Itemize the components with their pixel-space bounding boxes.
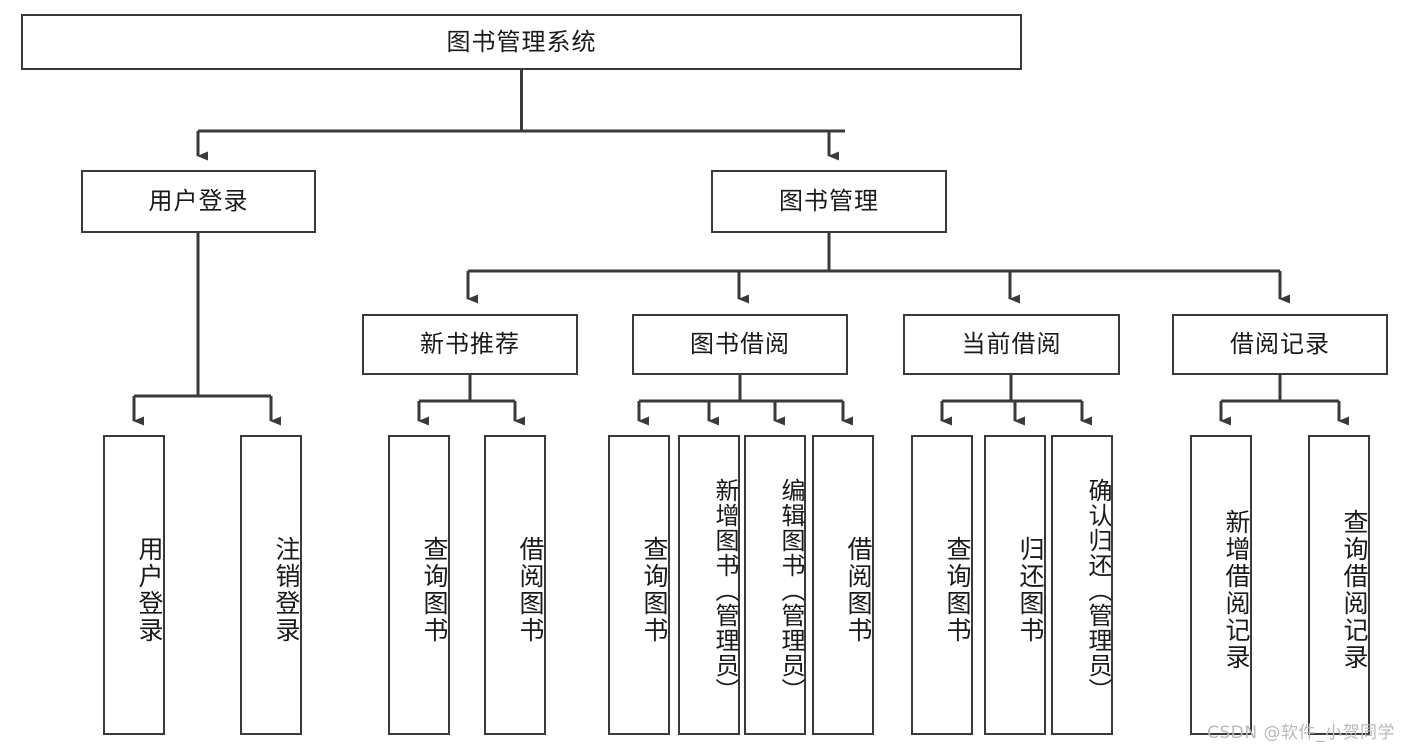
node-leaf-borrow-book[interactable]: 借阅图书 — [812, 435, 874, 735]
node-root[interactable]: 图书管理系统 — [21, 14, 1022, 70]
node-new-book-recommend[interactable]: 新书推荐 — [362, 314, 578, 375]
node-root-label: 图书管理系统 — [446, 27, 597, 56]
node-leaf-query-books-recommend-label: 查询图书 — [420, 536, 449, 644]
node-current-borrow[interactable]: 当前借阅 — [903, 314, 1120, 375]
node-leaf-return-book-label: 归还图书 — [1016, 536, 1045, 644]
node-new-book-recommend-label: 新书推荐 — [420, 330, 520, 359]
node-leaf-add-book-admin[interactable]: 新增图书（管理员） — [678, 435, 740, 735]
node-leaf-logout-login-label: 注销登录 — [272, 536, 301, 644]
node-current-borrow-label: 当前借阅 — [961, 330, 1062, 359]
node-leaf-borrow-book-label: 借阅图书 — [844, 536, 873, 644]
node-book-borrow-label: 图书借阅 — [690, 330, 790, 359]
node-leaf-add-borrow-record[interactable]: 新增借阅记录 — [1190, 435, 1252, 735]
node-leaf-user-login[interactable]: 用户登录 — [103, 435, 165, 735]
csdn-watermark: CSDN @软件_小贺同学 — [1207, 723, 1395, 743]
node-leaf-query-books-current-label: 查询图书 — [943, 536, 972, 644]
node-user-login-label: 用户登录 — [148, 187, 249, 216]
node-book-management[interactable]: 图书管理 — [711, 170, 947, 233]
node-leaf-edit-book-admin[interactable]: 编辑图书（管理员） — [744, 435, 806, 735]
node-leaf-query-books-current[interactable]: 查询图书 — [911, 435, 973, 735]
node-leaf-query-borrow-record[interactable]: 查询借阅记录 — [1308, 435, 1370, 735]
node-borrow-record[interactable]: 借阅记录 — [1172, 314, 1388, 375]
node-leaf-user-login-label: 用户登录 — [135, 536, 164, 644]
node-leaf-borrow-books-recommend-label: 借阅图书 — [516, 536, 545, 644]
node-user-login[interactable]: 用户登录 — [81, 170, 316, 233]
node-leaf-return-book[interactable]: 归还图书 — [984, 435, 1046, 735]
node-leaf-query-borrow-record-label: 查询借阅记录 — [1340, 509, 1369, 671]
node-leaf-confirm-return-admin-label: 确认归还（管理员） — [1084, 477, 1112, 703]
node-leaf-add-borrow-record-label: 新增借阅记录 — [1222, 509, 1251, 671]
node-leaf-add-book-admin-label: 新增图书（管理员） — [711, 477, 739, 703]
node-leaf-query-books-recommend[interactable]: 查询图书 — [388, 435, 450, 735]
node-leaf-confirm-return-admin[interactable]: 确认归还（管理员） — [1051, 435, 1113, 735]
node-leaf-query-books-borrow[interactable]: 查询图书 — [608, 435, 670, 735]
node-leaf-borrow-books-recommend[interactable]: 借阅图书 — [484, 435, 546, 735]
node-book-borrow[interactable]: 图书借阅 — [632, 314, 848, 375]
node-leaf-query-books-borrow-label: 查询图书 — [640, 536, 669, 644]
node-leaf-logout-login[interactable]: 注销登录 — [240, 435, 302, 735]
node-leaf-edit-book-admin-label: 编辑图书（管理员） — [777, 477, 805, 703]
node-borrow-record-label: 借阅记录 — [1230, 330, 1330, 359]
node-book-management-label: 图书管理 — [779, 187, 879, 216]
